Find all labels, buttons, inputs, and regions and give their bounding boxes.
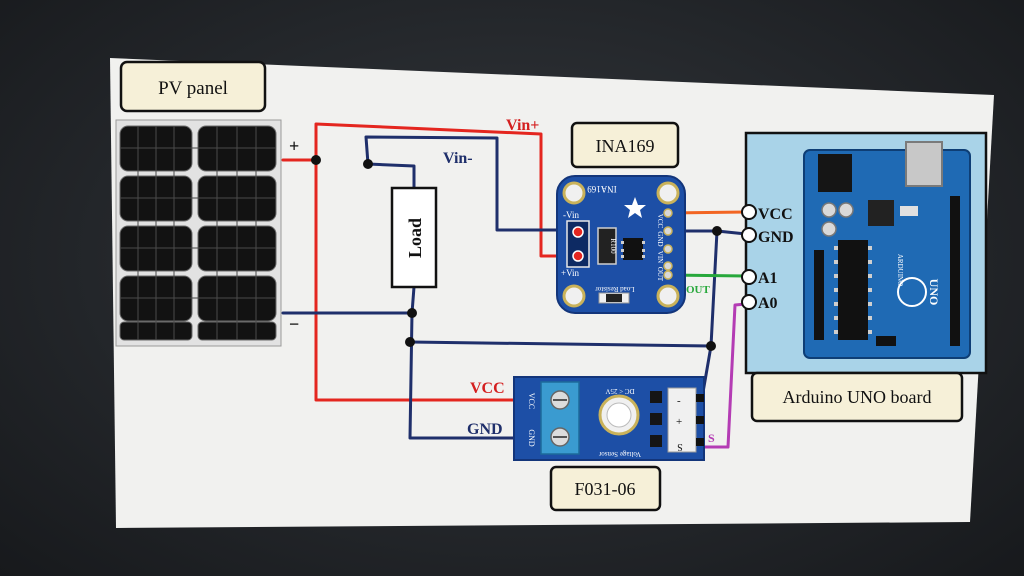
pv-cells xyxy=(119,125,277,341)
voltage-sensor-board: VCC GND DC < 25V Voltage Sensor - + S xyxy=(513,376,705,461)
arduino-brand: ARDUINO xyxy=(896,254,904,286)
vin-minus-label: Vin- xyxy=(443,150,473,167)
sensor-board-spec: DC < 25V xyxy=(605,387,634,395)
ina-vin-minus: -Vin xyxy=(563,210,579,220)
arduino-vcc-label: VCC xyxy=(758,206,793,223)
arduino-terminals xyxy=(741,204,757,310)
wire-sensor-gnd xyxy=(408,311,559,440)
pv-cell-grid xyxy=(120,126,276,340)
load-resistor: Load xyxy=(390,186,438,289)
f031-label: F031-06 xyxy=(574,479,635,499)
f031-label-box: F031-06 xyxy=(549,465,662,512)
out-label: OUT xyxy=(686,284,711,296)
wire-arduino-a0 xyxy=(696,302,748,449)
sensor-pin-plus: + xyxy=(676,416,682,428)
arduino-gnd-label: GND xyxy=(758,229,794,246)
ina-board-title: INA169 xyxy=(587,184,617,194)
ina-pin-vin: VIN xyxy=(656,251,664,263)
arduino-model: UNO xyxy=(927,279,941,306)
load-label: Load xyxy=(405,218,425,258)
arduino-label-box: Arduino UNO board xyxy=(750,371,964,423)
sensor-board-name: Voltage Sensor xyxy=(598,450,641,458)
ina169-board: INA169 -Vin +Vin R100 Load Resistor VCC … xyxy=(556,175,686,314)
arduino-pin-labels: VCC GND A1 A0 xyxy=(758,206,794,312)
wire-vin-minus xyxy=(364,135,579,232)
arduino-a0-label: A0 xyxy=(758,295,778,312)
ina-pin-out: OUT xyxy=(656,267,664,282)
sensor-pin-minus: - xyxy=(677,395,681,407)
sensor-board-gnd: GND xyxy=(527,429,536,447)
ina-resistor-label: R100 xyxy=(609,238,617,254)
wire-sensor-vcc xyxy=(314,158,559,402)
pv-panel-label: PV panel xyxy=(158,78,228,99)
ina-vin-plus: +Vin xyxy=(561,268,580,278)
junction-dots xyxy=(311,155,722,351)
sensor-vcc-label: VCC xyxy=(470,380,505,397)
pv-plus-label: + xyxy=(289,136,299,156)
ina169-label: INA169 xyxy=(596,136,655,156)
pv-panel xyxy=(115,119,282,347)
sensor-gnd-label: GND xyxy=(467,421,503,438)
wire-vin-plus xyxy=(281,122,579,258)
wire-load-top xyxy=(366,162,416,190)
ina-header-pins xyxy=(663,208,673,280)
sensor-s-label: S xyxy=(708,431,715,445)
arduino-logo-icon xyxy=(897,277,927,307)
ina-pin-vcc: VCC xyxy=(656,214,664,229)
star-logo-icon xyxy=(624,197,646,218)
arduino-uno-board: ARDUINO UNO xyxy=(744,131,988,375)
pv-minus-label: − xyxy=(289,314,299,334)
arduino-a1-label: A1 xyxy=(758,270,778,287)
ina-pin-gnd: GND xyxy=(656,231,664,246)
sensor-pin-s: S xyxy=(677,441,683,452)
ina-load-resistor-label: Load Resistor xyxy=(595,285,635,293)
ina169-label-box: INA169 xyxy=(570,121,680,169)
arduino-label: Arduino UNO board xyxy=(783,387,932,407)
pv-panel-label-box: PV panel xyxy=(119,60,267,113)
sensor-board-vcc: VCC xyxy=(527,393,536,409)
arduino-chip-pins xyxy=(834,246,872,334)
vin-plus-label: Vin+ xyxy=(506,117,539,134)
wire-gnd-bus xyxy=(408,340,713,348)
